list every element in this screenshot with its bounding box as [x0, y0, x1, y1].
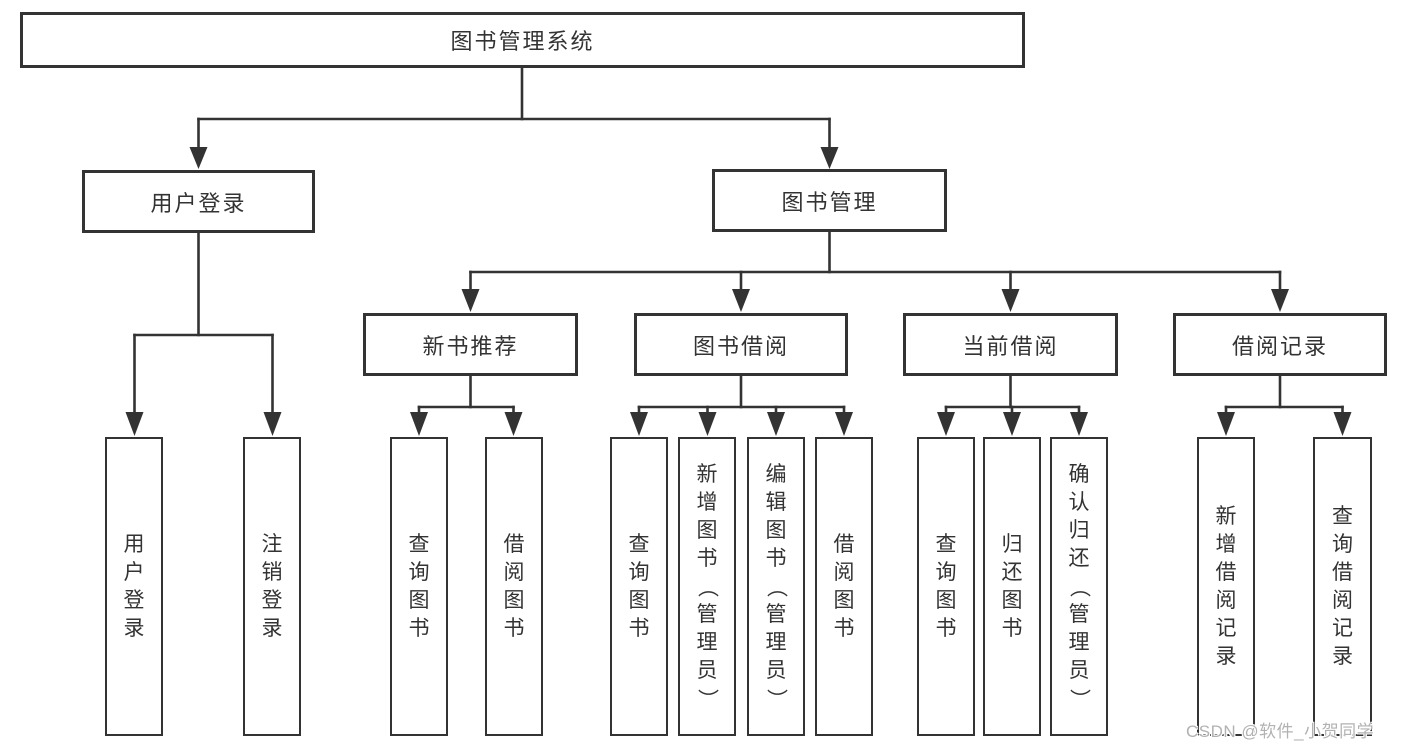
node-leaf-query-books-2: 查询图书	[610, 437, 668, 736]
node-leaf-user-login: 用户登录	[105, 437, 163, 736]
connector-borrow-records-to-leaves	[1217, 372, 1352, 436]
connector-root-to-level2	[189, 64, 839, 169]
node-root-system-label: 图书管理系统	[450, 29, 595, 54]
node-current-borrow: 当前借阅	[903, 313, 1118, 376]
node-book-borrow: 图书借阅	[634, 313, 848, 376]
node-root-system: 图书管理系统	[20, 12, 1025, 68]
node-user-login: 用户登录	[82, 170, 315, 233]
node-leaf-query-books-3: 查询图书	[917, 437, 975, 736]
node-leaf-borrow-books-2: 借阅图书	[815, 437, 873, 736]
node-leaf-query-books-2-label: 查询图书	[628, 533, 650, 640]
connector-user-login-to-leaves	[125, 229, 282, 436]
node-borrow-records: 借阅记录	[1173, 313, 1387, 376]
node-leaf-user-login-label: 用户登录	[123, 533, 145, 640]
node-leaf-logout-label: 注销登录	[261, 533, 283, 640]
node-leaf-query-books-1: 查询图书	[390, 437, 448, 736]
node-leaf-add-books-admin-label: 新增图书（管理员）	[695, 463, 719, 709]
node-leaf-add-books-admin: 新增图书（管理员）	[678, 437, 736, 736]
node-leaf-query-borrow-record: 查询借阅记录	[1313, 437, 1372, 736]
node-leaf-query-books-1-label: 查询图书	[408, 533, 430, 640]
node-book-management-label: 图书管理	[781, 189, 878, 215]
node-leaf-borrow-books-1-label: 借阅图书	[503, 533, 525, 640]
node-leaf-return-books: 归还图书	[983, 437, 1041, 736]
node-leaf-confirm-return-admin: 确认归还（管理员）	[1050, 437, 1108, 736]
node-new-book-recommend: 新书推荐	[363, 313, 578, 376]
connector-book-borrow-to-leaves	[630, 372, 853, 436]
node-leaf-confirm-return-admin-label: 确认归还（管理员）	[1067, 463, 1091, 709]
node-leaf-logout: 注销登录	[243, 437, 301, 736]
node-book-borrow-label: 图书借阅	[692, 333, 789, 359]
node-leaf-return-books-label: 归还图书	[1001, 533, 1023, 640]
node-leaf-query-books-3-label: 查询图书	[935, 533, 957, 640]
node-new-book-recommend-label: 新书推荐	[422, 333, 519, 359]
connector-new-book-to-leaves	[410, 372, 523, 436]
node-leaf-add-borrow-record: 新增借阅记录	[1197, 437, 1255, 736]
node-leaf-borrow-books-2-label: 借阅图书	[833, 533, 855, 640]
node-leaf-add-borrow-record-label: 新增借阅记录	[1215, 505, 1237, 668]
watermark-text: CSDN @软件_小贺同学	[1186, 722, 1375, 741]
node-user-login-label: 用户登录	[150, 190, 247, 216]
node-borrow-records-label: 借阅记录	[1231, 333, 1328, 359]
node-leaf-borrow-books-1: 借阅图书	[485, 437, 543, 736]
node-leaf-edit-books-admin: 编辑图书（管理员）	[747, 437, 805, 736]
node-leaf-edit-books-admin-label: 编辑图书（管理员）	[764, 463, 788, 709]
node-current-borrow-label: 当前借阅	[962, 333, 1059, 359]
connector-book-management-to-level3	[461, 229, 1289, 312]
node-leaf-query-borrow-record-label: 查询借阅记录	[1332, 505, 1353, 668]
node-book-management: 图书管理	[712, 169, 947, 232]
connector-current-borrow-to-leaves	[937, 372, 1088, 436]
